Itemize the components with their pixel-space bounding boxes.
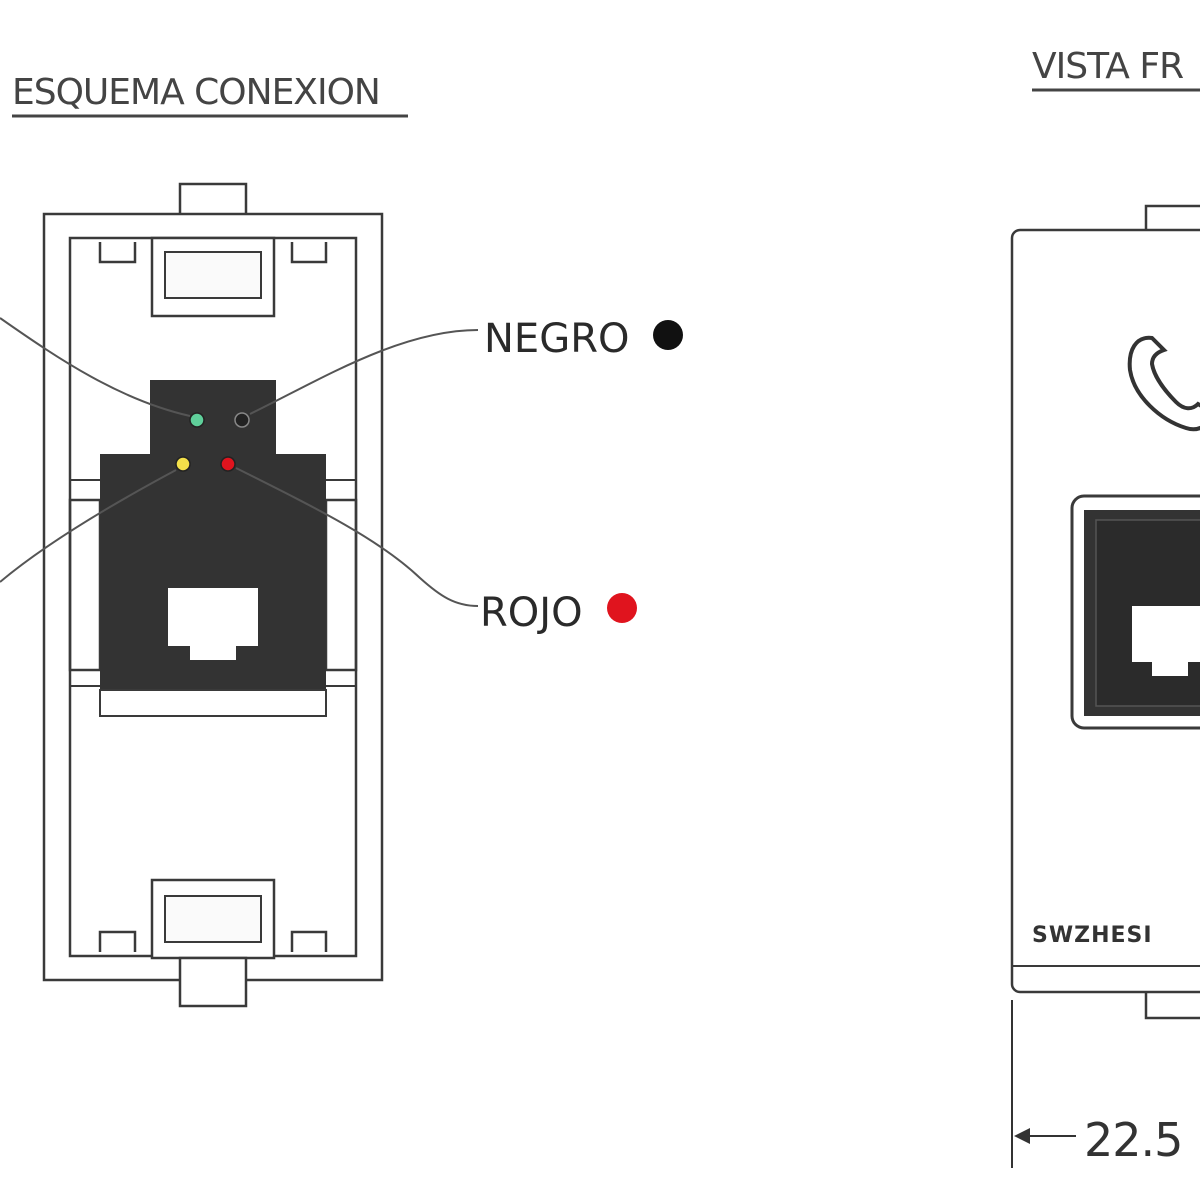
- contact-green: [189, 412, 205, 428]
- contact-yellow: [175, 456, 191, 472]
- jack-body: [100, 380, 326, 690]
- wire-color-dot-negro: [653, 320, 683, 350]
- socket-module-front: SWZHESI 22.5 I: [1010, 204, 1200, 1168]
- top-latch: [98, 242, 328, 264]
- rj-port-icon: [168, 588, 258, 660]
- right-heading: VISTA FR: [1032, 46, 1183, 87]
- socket-module-back: [42, 182, 384, 1008]
- front-rj-port-icon: [1132, 606, 1200, 676]
- wire-color-dot-rojo: [607, 593, 637, 623]
- leader-rojo: [235, 467, 479, 607]
- leader-yellow: [0, 469, 177, 583]
- bottom-clip-tab: [178, 956, 248, 1008]
- left-heading: ESQUEMA CONEXION: [12, 72, 380, 113]
- dimension-label: 22.5 I: [1084, 1113, 1200, 1167]
- wire-label-negro: NEGRO: [484, 316, 629, 362]
- leader-negro: [249, 329, 479, 415]
- wire-label-rojo: ROJO: [480, 590, 583, 636]
- brand-label: SWZHESI: [1032, 923, 1153, 948]
- dimension-arrow: [1014, 1128, 1030, 1144]
- bottom-latch-inner: [164, 895, 262, 943]
- jack-base: [99, 689, 327, 717]
- top-latch-inner: [164, 251, 262, 299]
- contact-red: [220, 456, 236, 472]
- telephone-handset-icon: [1127, 335, 1200, 432]
- bottom-latch: [98, 930, 328, 952]
- contact-black: [234, 412, 250, 428]
- leader-green: [0, 317, 191, 417]
